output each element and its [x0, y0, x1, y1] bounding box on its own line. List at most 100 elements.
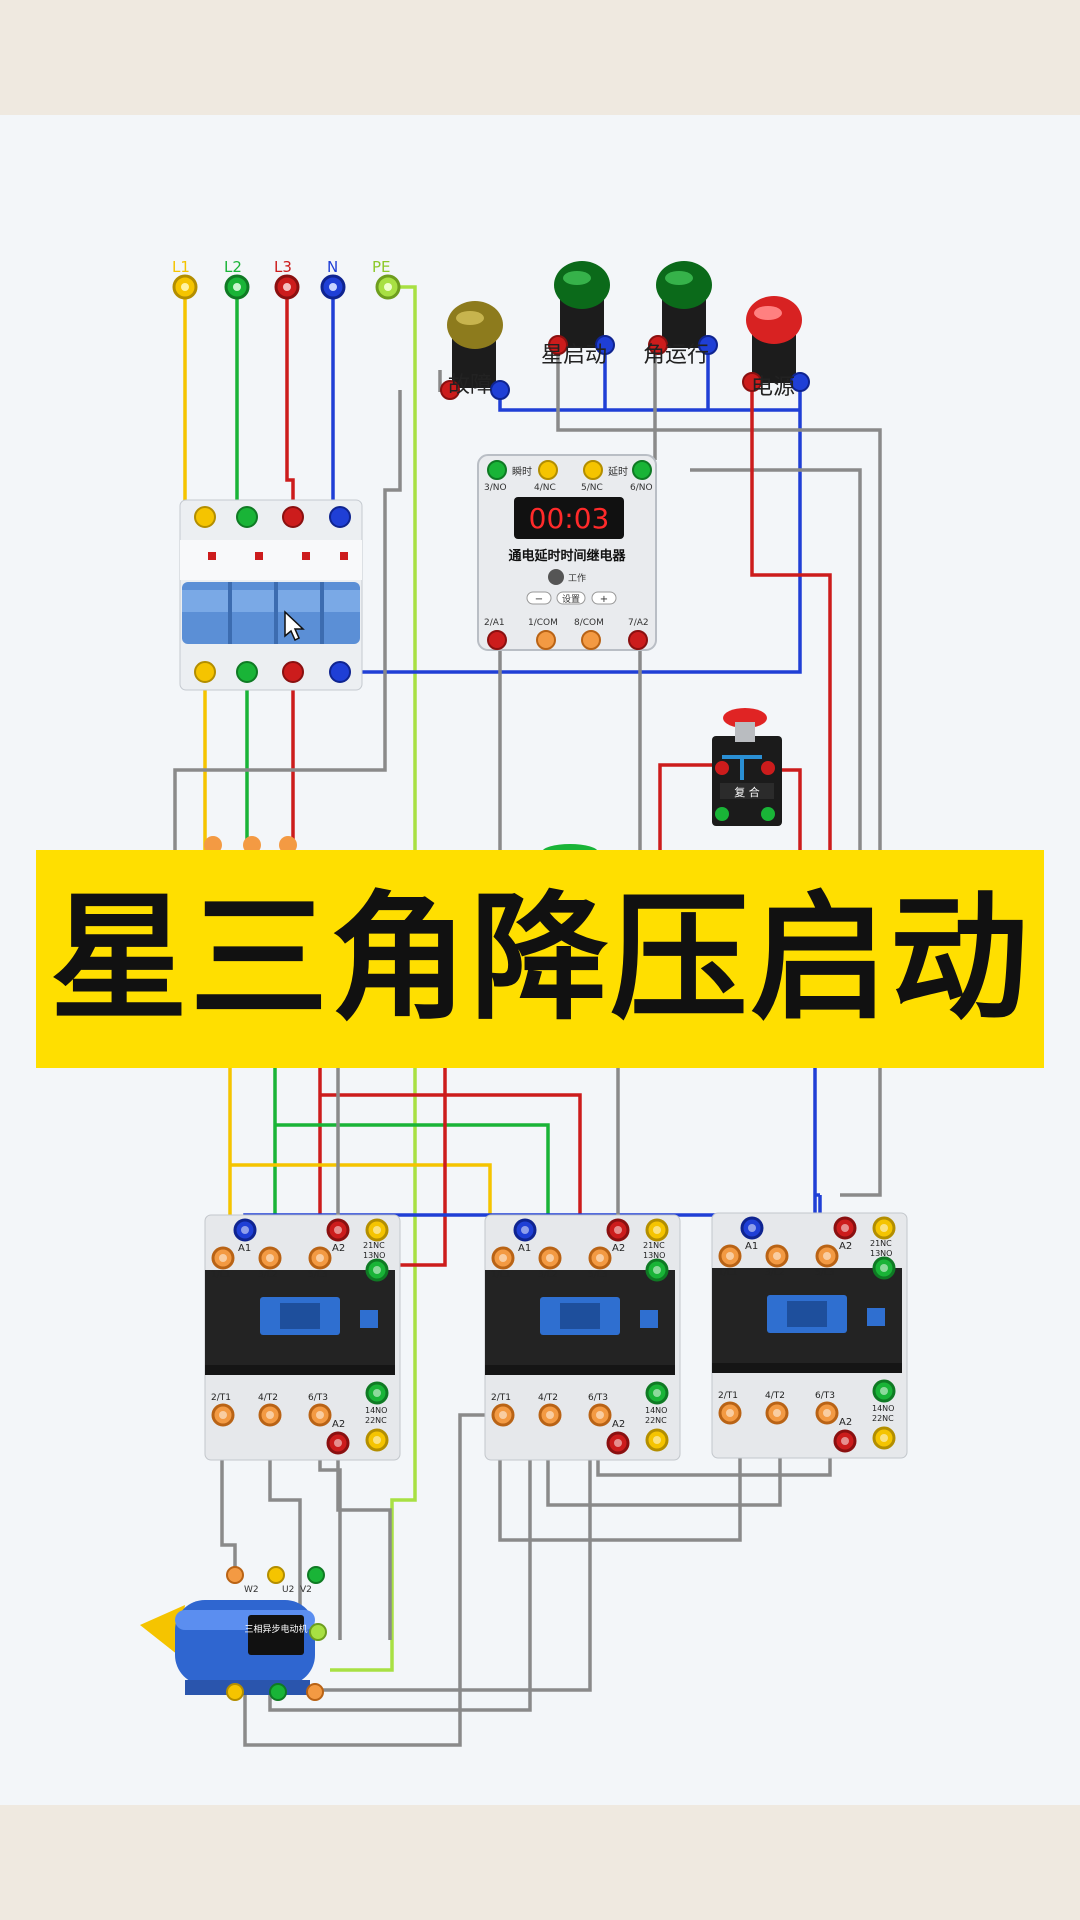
aux-22nc-label: 22NC: [365, 1416, 387, 1425]
terminal-l1[interactable]: [172, 274, 198, 300]
timer-term-4: 4/NC: [534, 483, 556, 493]
title-banner: 星三角降压启动: [36, 850, 1044, 1068]
label-n: N: [327, 258, 338, 276]
wire-l2-km2: [275, 1123, 550, 1255]
timer-minus-button[interactable]: −: [526, 591, 552, 605]
lamp-fault[interactable]: [440, 301, 510, 400]
lamp-power-label: 电源: [751, 375, 796, 400]
line-term-label: 3/L2: [538, 1270, 558, 1280]
timer-term-8: 8/COM: [574, 618, 604, 628]
svg-text:−: −: [535, 594, 543, 605]
lamp-power[interactable]: [742, 296, 810, 392]
page-title: 星三角降压启动: [49, 878, 1030, 1039]
line-term-label: 5/L3: [588, 1270, 608, 1280]
coil-a2-label: A2: [332, 1243, 345, 1254]
load-term-label: 6/T3: [815, 1391, 835, 1401]
wire-u1: [220, 1418, 237, 1575]
timer-relay[interactable]: 瞬时 延时 3/NO 4/NC 5/NC 6/NO 00:03 通电延时时间继电…: [477, 454, 657, 651]
line-term-label: 1/L1: [211, 1270, 231, 1280]
source-terminals: L1 L2 L3 N PE: [172, 258, 401, 300]
terminal-l3[interactable]: [274, 274, 300, 300]
svg-text:设置: 设置: [562, 594, 580, 605]
cursor-arrow-icon: [284, 610, 305, 642]
coil-a2-bottom-label: A2: [612, 1419, 625, 1430]
label-l3: L3: [274, 258, 292, 276]
motor-fan-icon: [140, 1605, 185, 1655]
load-term-label: 2/T1: [718, 1391, 738, 1401]
motor-term-w2: W2: [244, 1585, 259, 1595]
diagram-svg: L1 L2 L3 N PE: [140, 258, 908, 1747]
estop-label: 复 合: [734, 785, 760, 799]
timer-name: 通电延时时间继电器: [508, 548, 626, 564]
wire-estop: [658, 763, 715, 850]
label-pe: PE: [372, 258, 391, 276]
wire-l3-km2: [320, 1093, 582, 1255]
wire-l3-supply: [285, 287, 295, 510]
line-term-label: 5/L3: [815, 1268, 835, 1278]
timer-term-3: 3/NO: [484, 483, 507, 493]
paper-border-bottom: [0, 1805, 1080, 1920]
motor-term-v2: V2: [300, 1585, 312, 1595]
motor-label: 三相异步电动机: [244, 1623, 307, 1635]
timer-work-led: [548, 569, 564, 585]
load-term-label: 2/T1: [491, 1393, 511, 1403]
load-term-label: 2/T1: [211, 1393, 231, 1403]
lamp-star-start-label: 星启动: [541, 343, 608, 368]
timer-term-6: 6/NO: [630, 483, 653, 493]
wire-coil-a1b: [815, 1193, 822, 1215]
terminal-pe[interactable]: [375, 274, 401, 300]
wire-delta-1: [243, 1413, 500, 1747]
load-term-label: 4/T2: [538, 1393, 558, 1403]
paper-border-top: [0, 0, 1080, 115]
terminal-n[interactable]: [320, 274, 346, 300]
aux-14no-label: 14NO: [872, 1404, 894, 1413]
wire-control-4: [690, 468, 862, 850]
aux-21nc-label: 21NC: [363, 1241, 385, 1250]
timer-word-delay: 延时: [608, 466, 628, 478]
motor[interactable]: 三相异步电动机 W2 U2 V2: [140, 1566, 327, 1701]
load-term-label: 4/T2: [765, 1391, 785, 1401]
breaker-terminal-bottom: [194, 661, 351, 683]
wire-star-1: [498, 1418, 742, 1542]
timer-work-label: 工作: [568, 572, 586, 584]
wire-n-bus: [340, 385, 802, 674]
line-term-label: 5/L3: [308, 1270, 328, 1280]
motor-term-u2: U2: [282, 1585, 294, 1595]
wire-power-lamp: [750, 378, 832, 850]
timer-term-5: 5/NC: [581, 483, 603, 493]
line-term-label: 3/L2: [765, 1268, 785, 1278]
timer-plus-button[interactable]: +: [591, 591, 617, 605]
wire-control-1: [556, 345, 882, 1197]
timer-display-value: 00:03: [529, 502, 610, 535]
lamp-fault-label: 故障: [448, 373, 493, 398]
aux-14no-label: 14NO: [365, 1406, 387, 1415]
wire-pe: [330, 285, 417, 1672]
timer-set-button[interactable]: 设置: [556, 591, 586, 605]
coil-a2-bottom-label: A2: [839, 1417, 852, 1428]
wire-km1-aux: [336, 1445, 392, 1640]
aux-22nc-label: 22NC: [645, 1416, 667, 1425]
lamp-delta-run[interactable]: [648, 261, 718, 355]
svg-text:+: +: [600, 594, 608, 605]
coil-a1-label: A1: [518, 1243, 531, 1254]
aux-22nc-label: 22NC: [872, 1414, 894, 1423]
emergency-stop-button[interactable]: 复 合: [712, 708, 782, 826]
aux-13no-label: 13NO: [870, 1249, 892, 1258]
label-l1: L1: [172, 258, 190, 276]
coil-a2-label: A2: [612, 1243, 625, 1254]
wire-star-2: [546, 1418, 782, 1507]
timer-term-2: 2/A1: [484, 618, 505, 628]
timer-term-7: 7/A2: [628, 618, 649, 628]
label-l2: L2: [224, 258, 242, 276]
lamp-delta-run-label: 角运行: [643, 343, 710, 368]
lamp-star-start[interactable]: [548, 261, 615, 355]
terminal-l2[interactable]: [224, 274, 250, 300]
circuit-breaker[interactable]: [179, 499, 363, 691]
coil-a1-label: A1: [745, 1241, 758, 1252]
breaker-terminal-top: [194, 506, 351, 528]
